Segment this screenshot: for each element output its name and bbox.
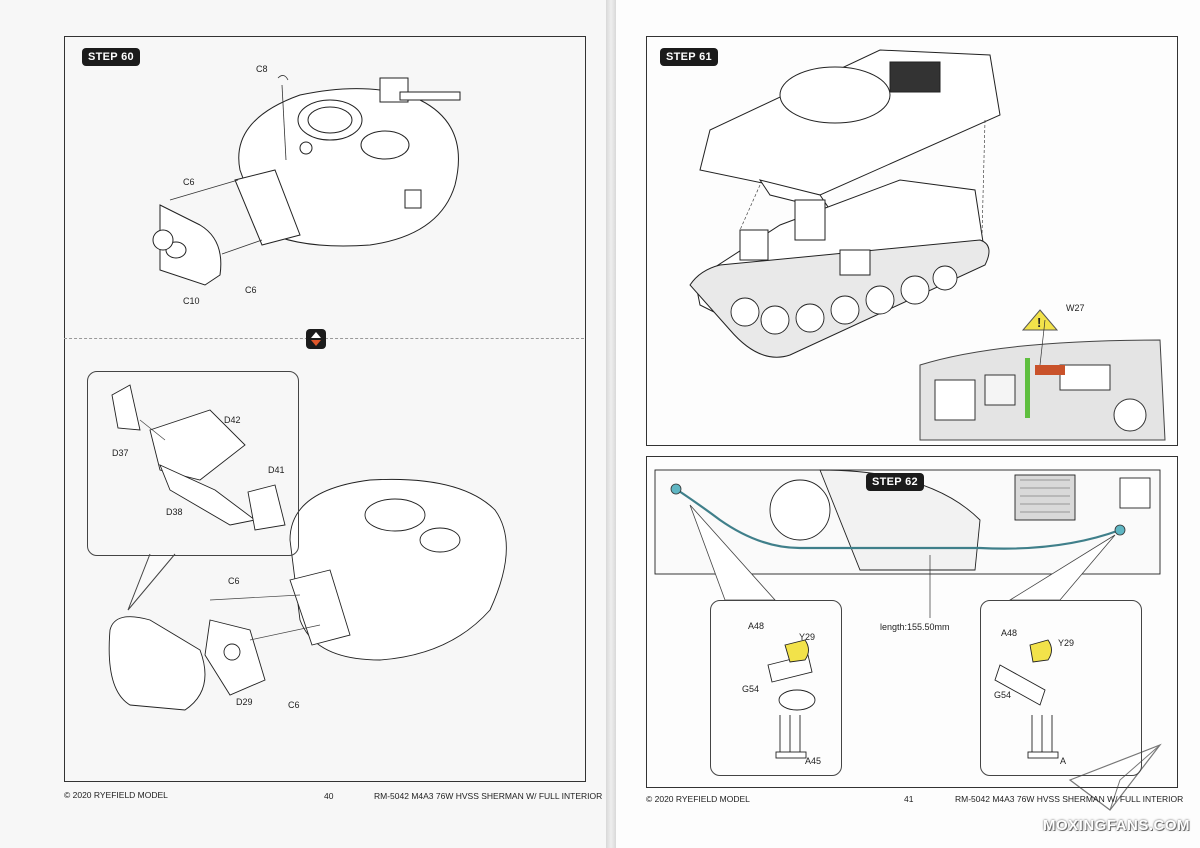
label-c6-d: C6: [288, 700, 300, 710]
part-d41: [247, 484, 286, 531]
label-d41: D41: [268, 465, 285, 475]
label-d29: D29: [236, 697, 253, 707]
part-d42: [149, 409, 246, 481]
turret-60: [238, 88, 459, 247]
left-product-name: RM-5042 M4A3 76W HVSS SHERMAN W/ FULL IN…: [374, 791, 603, 801]
mantlet-detail: [108, 616, 206, 711]
label-g54-left: G54: [742, 684, 760, 694]
left-copyright: © 2020 RYEFIELD MODEL: [64, 790, 168, 800]
swap-icon: [306, 329, 326, 349]
label-g54-right: G54: [994, 690, 1012, 700]
label-c6-c: C6: [228, 576, 240, 586]
right-product-name: RM-5042 M4A3 76W HVSS SHERMAN W/ FULL IN…: [955, 794, 1184, 804]
left-frame: [64, 36, 586, 782]
step-61-frame: [646, 36, 1178, 446]
label-a45-left: A45: [805, 756, 822, 766]
label-c8: C8: [256, 64, 268, 74]
label-d37: D37: [112, 448, 129, 458]
label-a-partial: A: [1060, 756, 1067, 766]
label-c10: C10: [183, 296, 200, 306]
step-60-illustration: [108, 75, 507, 711]
step-62-badge: STEP 62: [866, 473, 924, 491]
part-d37: [111, 384, 141, 431]
part-d38: [159, 464, 257, 526]
mantlet-c10: [159, 204, 222, 286]
right-page-number: 41: [904, 794, 914, 804]
label-a48-right: A48: [1001, 628, 1018, 638]
cable-length: length:155.50mm: [880, 622, 950, 632]
watermark: MOXINGFANS.COM: [1042, 817, 1190, 834]
label-d42: D42: [224, 415, 241, 425]
page-gutter: [606, 0, 616, 848]
step-61-badge: STEP 61: [660, 48, 718, 66]
label-d38: D38: [166, 507, 183, 517]
detail-callout: [87, 371, 299, 556]
label-y29-right: Y29: [1058, 638, 1075, 648]
step-60-badge: STEP 60: [82, 48, 140, 66]
label-y29-left: Y29: [799, 632, 816, 642]
label-c6-a: C6: [183, 177, 195, 187]
right-copyright: © 2020 RYEFIELD MODEL: [646, 794, 750, 804]
label-w27: W27: [1066, 303, 1085, 313]
step-62-detail-left: [710, 600, 842, 776]
step-62-detail-right: [980, 600, 1142, 776]
label-c6-b: C6: [245, 285, 257, 295]
label-a48-left: A48: [748, 621, 765, 631]
step-62-frame: [646, 456, 1178, 788]
left-page-number: 40: [324, 791, 334, 801]
